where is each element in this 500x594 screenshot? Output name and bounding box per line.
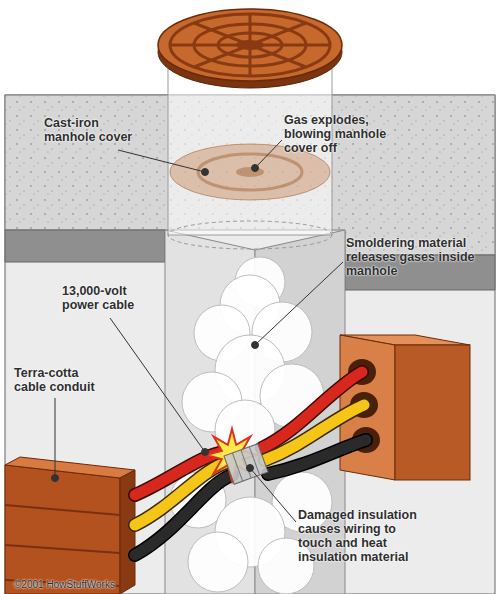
- callout-label: 13,000-volt power cable: [62, 284, 152, 312]
- cable-outline: [135, 475, 232, 555]
- leader-dot: [202, 169, 209, 176]
- leader-line: [255, 262, 343, 345]
- conduit-groove: [5, 545, 120, 553]
- cover-pattern: [170, 14, 330, 76]
- leader-dot: [252, 165, 259, 172]
- leader-dot: [252, 342, 259, 349]
- cover-ghost-hub: [236, 167, 264, 177]
- conduit-groove: [5, 505, 120, 515]
- leader-lines: [52, 140, 344, 522]
- cover-bar: [194, 23, 306, 67]
- cover-bar: [194, 23, 306, 67]
- leader-line: [250, 468, 296, 522]
- cover-hub: [236, 40, 264, 50]
- callout-label: Gas explodes, blowing manhole cover off: [284, 113, 396, 155]
- splice-band: [232, 453, 242, 481]
- leader-line: [118, 150, 205, 172]
- leader-line: [110, 318, 205, 452]
- leader-line: [255, 140, 282, 168]
- shaft-bottom: [168, 221, 332, 249]
- leader-dot: [52, 475, 59, 482]
- callout-label: Smoldering material releases gases insid…: [346, 236, 478, 278]
- callout-label: Terra-cotta cable conduit: [14, 366, 109, 394]
- callout-label: Damaged insulation causes wiring to touc…: [298, 508, 426, 564]
- black-cable: [135, 475, 232, 555]
- smoke-puff: [188, 532, 248, 592]
- leader-dot: [247, 465, 254, 472]
- splice-wrap: [224, 444, 268, 485]
- cover-ghost-ring: [198, 154, 302, 190]
- cover-ring: [170, 14, 330, 76]
- splice-band: [241, 450, 251, 478]
- slab-face-left: [5, 230, 165, 262]
- callout-label: Cast-iron manhole cover: [44, 116, 139, 144]
- leader-dot: [202, 449, 209, 456]
- conduit-left-top: [5, 457, 135, 478]
- concrete-block: [5, 95, 495, 594]
- conduit-right-front: [395, 345, 470, 480]
- black-cable: [268, 440, 366, 474]
- leader-line: [55, 398, 56, 478]
- conduit-left-face: [5, 465, 120, 594]
- cable-splice: [224, 444, 268, 485]
- cable-outline: [268, 440, 366, 474]
- manhole-cover: [158, 9, 342, 81]
- copyright-note: ©2001 HowStuffWorks: [14, 579, 174, 591]
